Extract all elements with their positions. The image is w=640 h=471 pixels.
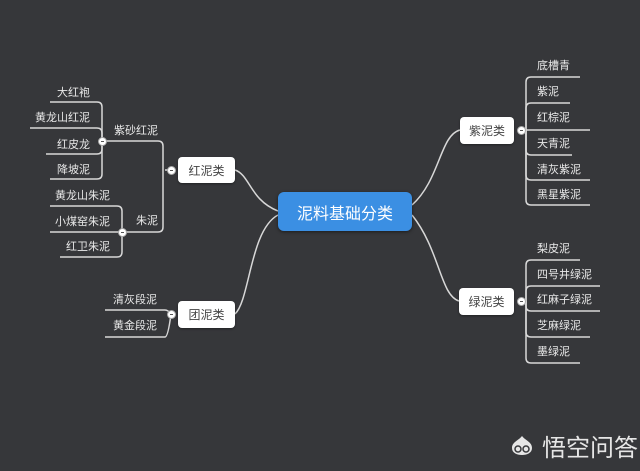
- leaf-topic[interactable]: 清灰紫泥: [537, 163, 581, 176]
- leaf-topic[interactable]: 小煤窑朱泥: [55, 215, 110, 228]
- leaf-topic[interactable]: 黄金段泥: [113, 319, 157, 332]
- wukong-logo-icon: [512, 435, 532, 455]
- leaf-topic[interactable]: 降坡泥: [57, 163, 90, 176]
- topic-purple-clay[interactable]: 紫泥类: [460, 117, 514, 144]
- collapse-icon[interactable]: [167, 166, 176, 175]
- leaf-topic[interactable]: 黄龙山红泥: [35, 111, 90, 124]
- leaf-topic[interactable]: 黄龙山朱泥: [55, 189, 110, 202]
- collapse-icon[interactable]: [517, 126, 526, 135]
- topic-green-clay[interactable]: 绿泥类: [459, 288, 514, 315]
- leaf-topic[interactable]: 墨绿泥: [537, 345, 570, 358]
- collapse-icon[interactable]: [98, 137, 107, 146]
- leaf-topic[interactable]: 大红袍: [57, 86, 90, 99]
- leaf-topic[interactable]: 紫泥: [537, 85, 559, 98]
- leaf-topic[interactable]: 底槽青: [537, 59, 570, 72]
- watermark: 悟空问答: [508, 428, 638, 463]
- subtopic-zhu-clay[interactable]: 朱泥: [136, 214, 158, 227]
- topic-tuan-clay[interactable]: 团泥类: [178, 301, 235, 328]
- collapse-icon[interactable]: [167, 310, 176, 319]
- leaf-topic[interactable]: 四号井绿泥: [537, 268, 592, 281]
- leaf-topic[interactable]: 梨皮泥: [537, 242, 570, 255]
- collapse-icon[interactable]: [517, 297, 526, 306]
- leaf-topic[interactable]: 红皮龙: [57, 138, 90, 151]
- subtopic-zisha-red[interactable]: 紫砂红泥: [114, 124, 158, 137]
- leaf-topic[interactable]: 黑星紫泥: [537, 188, 581, 201]
- leaf-topic[interactable]: 天青泥: [537, 137, 570, 150]
- topic-red-clay[interactable]: 红泥类: [178, 157, 235, 183]
- watermark-text: 悟空问答: [542, 434, 638, 462]
- collapse-icon[interactable]: [118, 228, 127, 237]
- leaf-topic[interactable]: 红卫朱泥: [66, 240, 110, 253]
- leaf-topic[interactable]: 清灰段泥: [113, 293, 157, 306]
- leaf-topic[interactable]: 红棕泥: [537, 111, 570, 124]
- leaf-topic[interactable]: 红麻子绿泥: [537, 293, 592, 306]
- central-topic[interactable]: 泥料基础分类: [278, 192, 412, 231]
- leaf-topic[interactable]: 芝麻绿泥: [537, 319, 581, 332]
